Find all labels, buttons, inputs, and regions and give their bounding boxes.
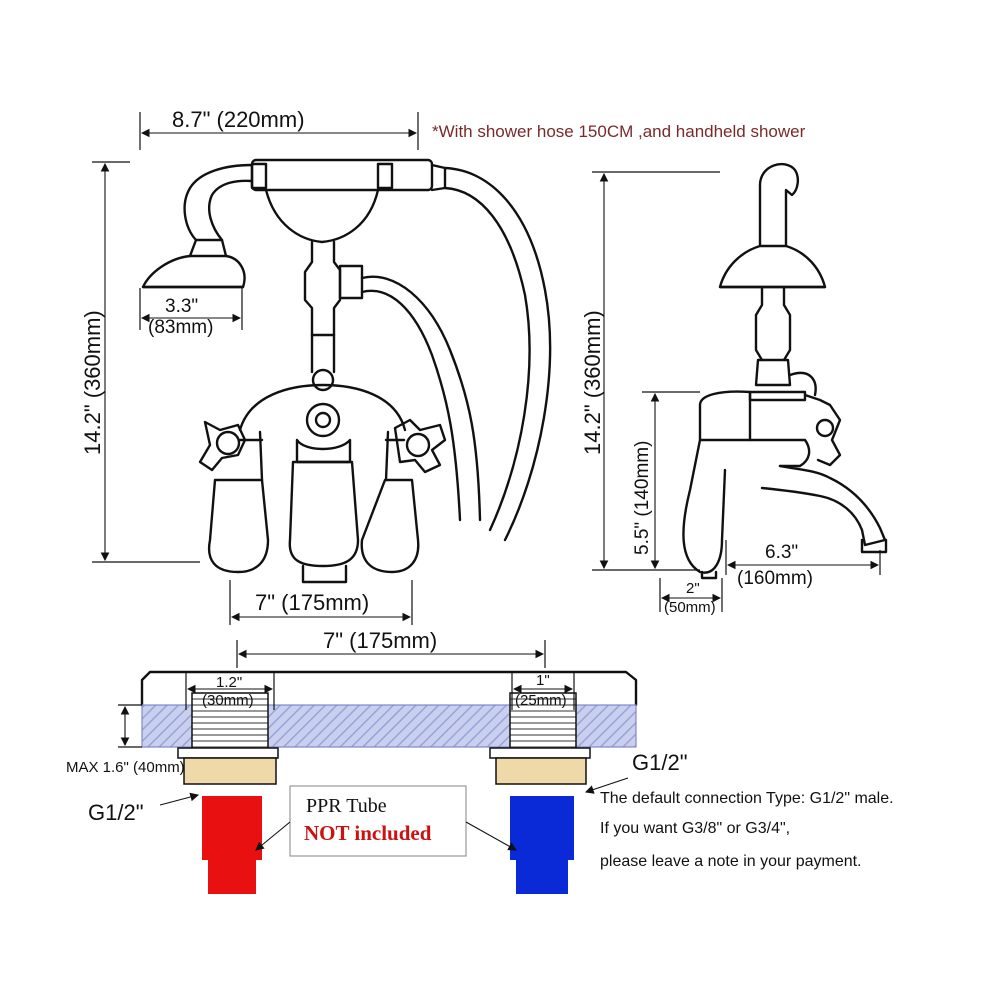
right-inch-label: 1" (536, 672, 550, 689)
ppr-tube-callout: PPR Tube NOT included (255, 785, 517, 857)
shower-hose-note: *With shower hose 150CM ,and handheld sh… (432, 122, 806, 141)
deck-outline (140, 670, 638, 707)
front-spacing-dimension: 7" (175mm) (229, 580, 413, 625)
spout-height-label: 5.5" (140mm) (632, 441, 653, 555)
front-height-dimension: 14.2" (360mm) (80, 161, 200, 563)
shower-head-inch-label: 3.3" (165, 296, 198, 317)
side-height-label: 14.2" (360mm) (580, 310, 605, 455)
base-inch-label: 2" (686, 580, 700, 597)
front-view-faucet (141, 158, 552, 584)
connection-info-line-1: The default connection Type: G1/2" male. (600, 790, 894, 807)
install-spacing-dimension: 7" (175mm) (236, 628, 546, 668)
base-dimension: 2" (50mm) (659, 578, 723, 616)
right-thread-label: G1/2" (632, 750, 688, 775)
left-inch-label: 1.2" (216, 674, 242, 691)
connection-info-line-2: If you want G3/8" or G3/4", (600, 820, 790, 837)
front-width-label: 8.7" (220mm) (172, 107, 305, 132)
right-inlet: 1" (25mm) (489, 672, 591, 894)
max-thickness-label: MAX 1.6" (40mm) (66, 759, 185, 776)
front-width-dimension: 8.7" (220mm) (139, 107, 419, 150)
reach-inch-label: 6.3" (765, 542, 798, 563)
ppr-not-included: NOT included (304, 821, 432, 845)
deck-thickness-dimension: MAX 1.6" (40mm) (66, 704, 185, 776)
connection-info-line-3: please leave a note in your payment. (600, 853, 862, 870)
install-spacing-label: 7" (175mm) (323, 628, 437, 653)
left-inlet: 1.2" (30mm) (177, 672, 279, 894)
spout-height-dimension: 5.5" (140mm) (632, 391, 700, 570)
shower-head-mm-label: (83mm) (148, 317, 213, 338)
right-mm-label: (25mm) (515, 692, 567, 709)
base-mm-label: (50mm) (664, 599, 716, 616)
ppr-tube-title: PPR Tube (306, 795, 387, 817)
left-thread-label: G1/2" (88, 800, 144, 825)
cold-water-pipe (510, 796, 574, 860)
left-mm-label: (30mm) (202, 692, 254, 709)
reach-dimension: 6.3" (160mm) (725, 540, 881, 589)
hot-water-pipe (202, 796, 262, 860)
side-height-dimension: 14.2" (360mm) (580, 171, 720, 571)
reach-mm-label: (160mm) (737, 568, 813, 589)
front-spacing-label: 7" (175mm) (255, 590, 369, 615)
shower-head-dimension: 3.3" (83mm) (139, 288, 243, 338)
side-view-faucet (682, 163, 888, 580)
front-height-label: 14.2" (360mm) (80, 310, 105, 455)
